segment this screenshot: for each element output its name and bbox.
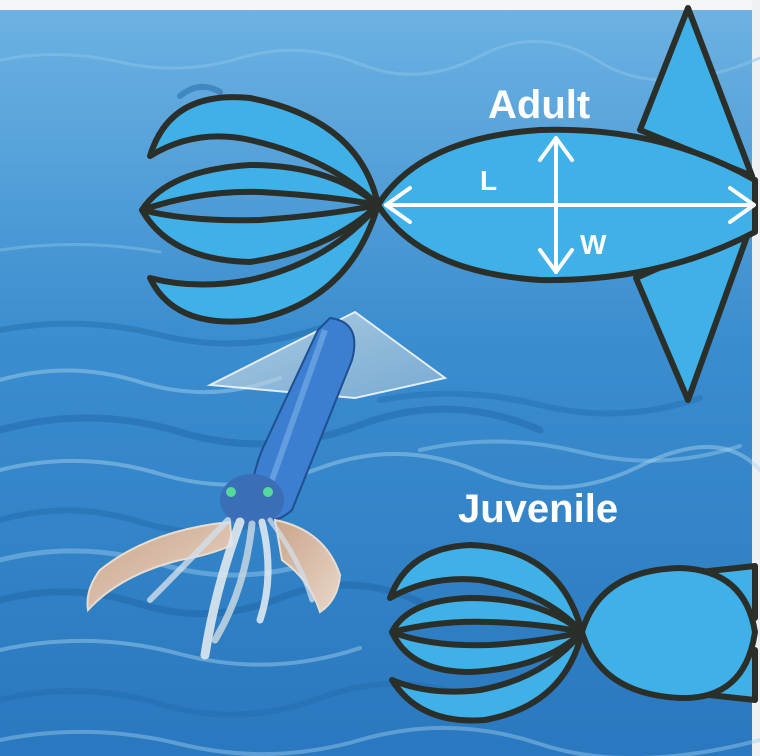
squid-eye-right (263, 487, 273, 497)
squid-eye-left (226, 487, 236, 497)
width-label: W (580, 229, 607, 260)
adult-label: Adult (488, 83, 590, 127)
top-white-strip (0, 0, 760, 10)
juvenile-label: Juvenile (458, 487, 618, 531)
length-label: L (480, 165, 497, 196)
